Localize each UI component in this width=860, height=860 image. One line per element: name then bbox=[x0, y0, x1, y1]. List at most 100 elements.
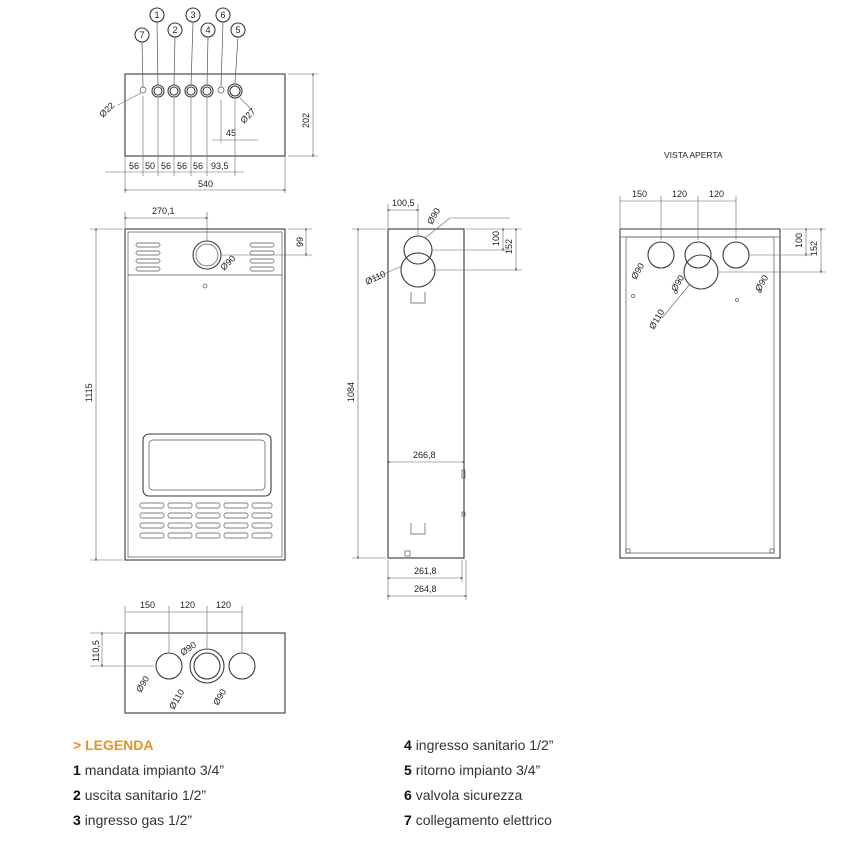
dim-99: 99 bbox=[295, 237, 305, 247]
dim-side-diameter-110: Ø110 bbox=[364, 269, 388, 287]
dim-open-120-a: 120 bbox=[672, 189, 687, 199]
front-view: Ø90 270,1 99 1115 bbox=[84, 206, 312, 562]
legend-item-4: 4 ingresso sanitario 1/2” bbox=[404, 733, 553, 758]
dim-270-1: 270,1 bbox=[152, 206, 175, 216]
dim-93-5: 93,5 bbox=[211, 161, 229, 171]
legend-text: ingresso sanitario 1/2” bbox=[415, 737, 554, 753]
callout-1: 1 bbox=[154, 10, 159, 20]
legend-item-7: 7 collegamento elettrico bbox=[404, 808, 553, 833]
dim-side-152: 152 bbox=[504, 239, 514, 254]
callout-7: 7 bbox=[139, 30, 144, 40]
dim-bottom-diameter-90-b: Ø90 bbox=[178, 640, 198, 658]
dim-side-100: 100 bbox=[491, 231, 501, 246]
dim-50: 50 bbox=[145, 161, 155, 171]
open-port-right bbox=[722, 241, 750, 269]
dim-bottom-120-a: 120 bbox=[180, 600, 195, 610]
dim-open-diameter-90-a: Ø90 bbox=[629, 261, 646, 281]
bottom-port-right bbox=[228, 652, 256, 680]
open-view-title: VISTA APERTA bbox=[664, 150, 723, 160]
dim-open-100: 100 bbox=[794, 233, 804, 248]
legend-number: 7 bbox=[404, 812, 412, 828]
dim-56-c: 56 bbox=[177, 161, 187, 171]
open-view: VISTA APERTA 150 120 120 100 152 Ø90 Ø90… bbox=[619, 150, 826, 559]
callout-3: 3 bbox=[190, 10, 195, 20]
dim-open-120-b: 120 bbox=[709, 189, 724, 199]
legend-item-1: 1 mandata impianto 3/4” bbox=[73, 758, 224, 783]
legend-title: > LEGENDA bbox=[73, 737, 154, 753]
dim-diameter-27: Ø27 bbox=[238, 106, 257, 125]
dim-side-diameter-90: Ø90 bbox=[425, 206, 442, 226]
dim-56-d: 56 bbox=[193, 161, 203, 171]
technical-drawing: 1 2 3 4 6 5 7 Ø22 Ø27 45 202 56 50 bbox=[84, 7, 826, 714]
bottom-view-outline bbox=[124, 632, 286, 714]
dim-100-5: 100,5 bbox=[392, 198, 415, 208]
side-flue-110 bbox=[400, 252, 436, 288]
connection-6-circle bbox=[217, 86, 225, 94]
legend-item-6: 6 valvola sicurezza bbox=[404, 783, 553, 808]
open-port-left bbox=[647, 241, 675, 269]
dim-1115: 1115 bbox=[84, 383, 94, 402]
legend-column-2: 4 ingresso sanitario 1/2” 5 ritorno impi… bbox=[404, 733, 553, 833]
bottom-flue-outer bbox=[189, 648, 225, 684]
dim-open-diameter-90-c: Ø90 bbox=[753, 273, 770, 293]
dim-45: 45 bbox=[226, 128, 236, 138]
flue-circle bbox=[192, 240, 222, 270]
side-view-outline bbox=[387, 228, 465, 559]
open-view-outline bbox=[619, 228, 781, 559]
dim-bottom-diameter-90-a: Ø90 bbox=[134, 674, 151, 694]
dim-open-150: 150 bbox=[632, 189, 647, 199]
legend-number: 2 bbox=[73, 787, 81, 803]
legend-text: ingresso gas 1/2” bbox=[84, 812, 193, 828]
callout-2: 2 bbox=[172, 25, 177, 35]
dim-261-8: 261,8 bbox=[414, 566, 437, 576]
dim-diameter-22: Ø22 bbox=[97, 100, 116, 119]
open-port-center bbox=[684, 241, 712, 269]
legend-number: 4 bbox=[404, 737, 412, 753]
top-vents bbox=[135, 242, 275, 272]
bottom-flue-inner bbox=[193, 652, 221, 680]
dim-540: 540 bbox=[198, 179, 213, 189]
dim-202: 202 bbox=[301, 113, 311, 128]
dim-open-diameter-110: Ø110 bbox=[647, 308, 666, 331]
legend-text: valvola sicurezza bbox=[415, 787, 523, 803]
front-window bbox=[142, 433, 272, 497]
dim-open-152: 152 bbox=[809, 241, 819, 256]
front-view-outline bbox=[124, 228, 286, 561]
top-view-outline bbox=[124, 73, 286, 157]
bottom-vents bbox=[139, 502, 273, 539]
bottom-view: 150 120 120 110,5 Ø90 Ø90 Ø110 Ø90 bbox=[90, 600, 286, 714]
connection-7-circle bbox=[139, 86, 147, 94]
legend-number: 6 bbox=[404, 787, 412, 803]
legend-item-2: 2 uscita sanitario 1/2” bbox=[73, 783, 224, 808]
dim-bottom-diameter-110: Ø110 bbox=[167, 688, 186, 711]
dim-bottom-150: 150 bbox=[140, 600, 155, 610]
dim-open-diameter-90-b: Ø90 bbox=[669, 273, 686, 293]
legend-text: uscita sanitario 1/2” bbox=[84, 787, 207, 803]
callouts: 1 2 3 4 6 5 7 bbox=[134, 7, 246, 88]
callout-5: 5 bbox=[235, 25, 240, 35]
bottom-port-left bbox=[155, 652, 183, 680]
top-view: 1 2 3 4 6 5 7 Ø22 Ø27 45 202 56 50 bbox=[97, 7, 318, 193]
legend-number: 1 bbox=[73, 762, 81, 778]
dim-110-5: 110,5 bbox=[91, 640, 101, 662]
callout-6: 6 bbox=[220, 10, 225, 20]
legend-number: 3 bbox=[73, 812, 81, 828]
legend-item-3: 3 ingresso gas 1/2” bbox=[73, 808, 224, 833]
dim-56-b: 56 bbox=[161, 161, 171, 171]
callout-4: 4 bbox=[205, 25, 210, 35]
dim-bottom-diameter-90-c: Ø90 bbox=[211, 687, 228, 707]
dim-264-8: 264,8 bbox=[414, 584, 437, 594]
side-view: 100,5 Ø90 Ø110 100 152 1084 266,8 261,8 … bbox=[346, 198, 522, 600]
legend: > LEGENDA 1 mandata impianto 3/4” 2 usci… bbox=[73, 733, 224, 833]
legend-item-5: 5 ritorno impianto 3/4” bbox=[404, 758, 553, 783]
dim-bottom-120-b: 120 bbox=[216, 600, 231, 610]
dim-266-8: 266,8 bbox=[413, 450, 436, 460]
legend-text: collegamento elettrico bbox=[415, 812, 552, 828]
legend-text: ritorno impianto 3/4” bbox=[415, 762, 541, 778]
legend-text: mandata impianto 3/4” bbox=[84, 762, 224, 778]
side-flue-90 bbox=[403, 235, 433, 265]
legend-number: 5 bbox=[404, 762, 412, 778]
dim-1084: 1084 bbox=[346, 382, 356, 402]
dim-56-a: 56 bbox=[129, 161, 139, 171]
open-port-flue bbox=[683, 254, 719, 290]
